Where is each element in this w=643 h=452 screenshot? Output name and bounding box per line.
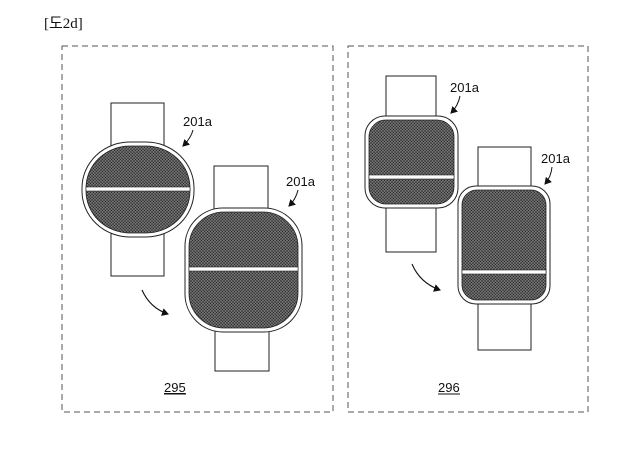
screen-divider	[188, 266, 299, 272]
panel-border	[347, 45, 589, 413]
label-201a-4: 201a	[541, 151, 571, 185]
watch-band-bottom	[214, 325, 270, 372]
watch-band-bottom	[477, 299, 532, 351]
watch-band-bottom	[110, 229, 165, 277]
watch-band-top	[477, 146, 532, 192]
label-201a-2: 201a	[286, 174, 316, 207]
watch-band-top	[110, 102, 165, 148]
panel-border	[61, 45, 334, 413]
label-201a-1: 201a	[182, 114, 213, 147]
leader-arrow	[182, 129, 194, 147]
leader-arrow	[288, 189, 299, 207]
screen-divider	[461, 269, 547, 275]
smartwatch-rounded-square	[184, 165, 303, 372]
figure-title: [도2d]	[44, 16, 83, 32]
watch-band-top	[213, 165, 269, 215]
watch-band-top	[385, 75, 437, 121]
reference-label: 201a	[450, 80, 480, 95]
panel-number: 295	[164, 380, 186, 395]
reference-label: 201a	[183, 114, 213, 129]
smartwatch-rectangle-small	[364, 75, 459, 253]
panel-296: 201a 201a 296	[347, 45, 589, 413]
panel-295: 201a 201a 295	[61, 45, 334, 413]
reference-label: 201a	[541, 151, 571, 166]
smartwatch-oval	[81, 102, 195, 277]
reference-label: 201a	[286, 174, 316, 189]
screen-divider	[368, 174, 455, 180]
watch-screen	[368, 119, 455, 205]
label-201a-3: 201a	[450, 80, 480, 114]
transition-arrow	[141, 289, 169, 316]
panel-number: 296	[438, 380, 460, 395]
watch-screen	[461, 189, 547, 301]
leader-arrow	[544, 166, 553, 185]
screen-divider	[85, 186, 191, 192]
smartwatch-rectangle-large	[457, 146, 551, 351]
watch-band-bottom	[385, 203, 437, 253]
transition-arrow	[411, 263, 441, 292]
leader-arrow	[450, 95, 461, 114]
